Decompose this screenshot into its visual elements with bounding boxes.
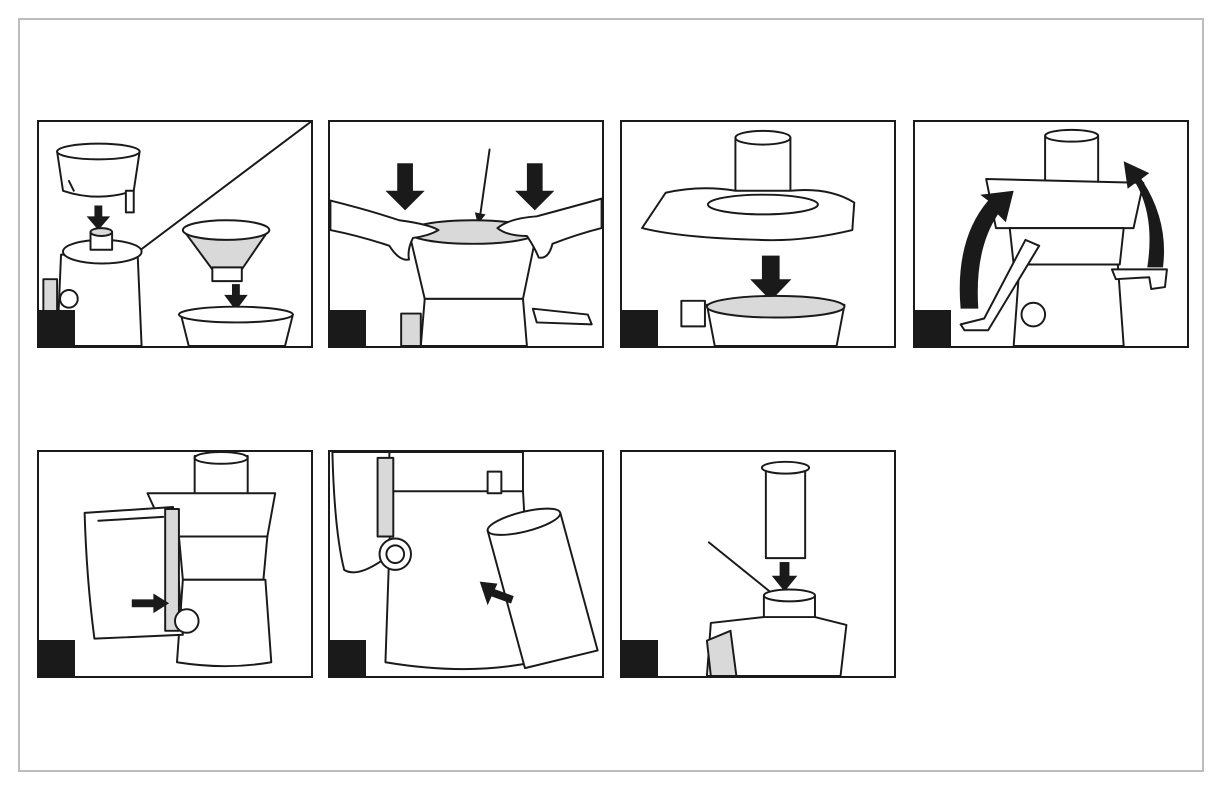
step-number-badge [915,310,951,346]
step-number-badge [39,640,75,676]
illustration-attach-pulp-container [39,452,311,676]
illustration-place-lid [622,122,894,346]
illustration-insert-pusher [622,452,894,676]
step-number-badge [39,310,75,346]
instruction-panel-4 [913,120,1189,348]
instruction-panel-3 [620,120,896,348]
instruction-panel-2 [328,120,604,348]
step-number-badge [330,640,366,676]
instruction-panel-1 [37,120,313,348]
illustration-close-clamps [915,122,1187,346]
illustration-place-juice-jug [330,452,602,676]
step-number-badge [622,310,658,346]
illustration-mount-filter [39,122,311,346]
instruction-panel-6 [328,450,604,678]
instruction-panel-7 [620,450,896,678]
illustration-press-filter [330,122,602,346]
step-number-badge [330,310,366,346]
instruction-panel-5 [37,450,313,678]
step-number-badge [622,640,658,676]
